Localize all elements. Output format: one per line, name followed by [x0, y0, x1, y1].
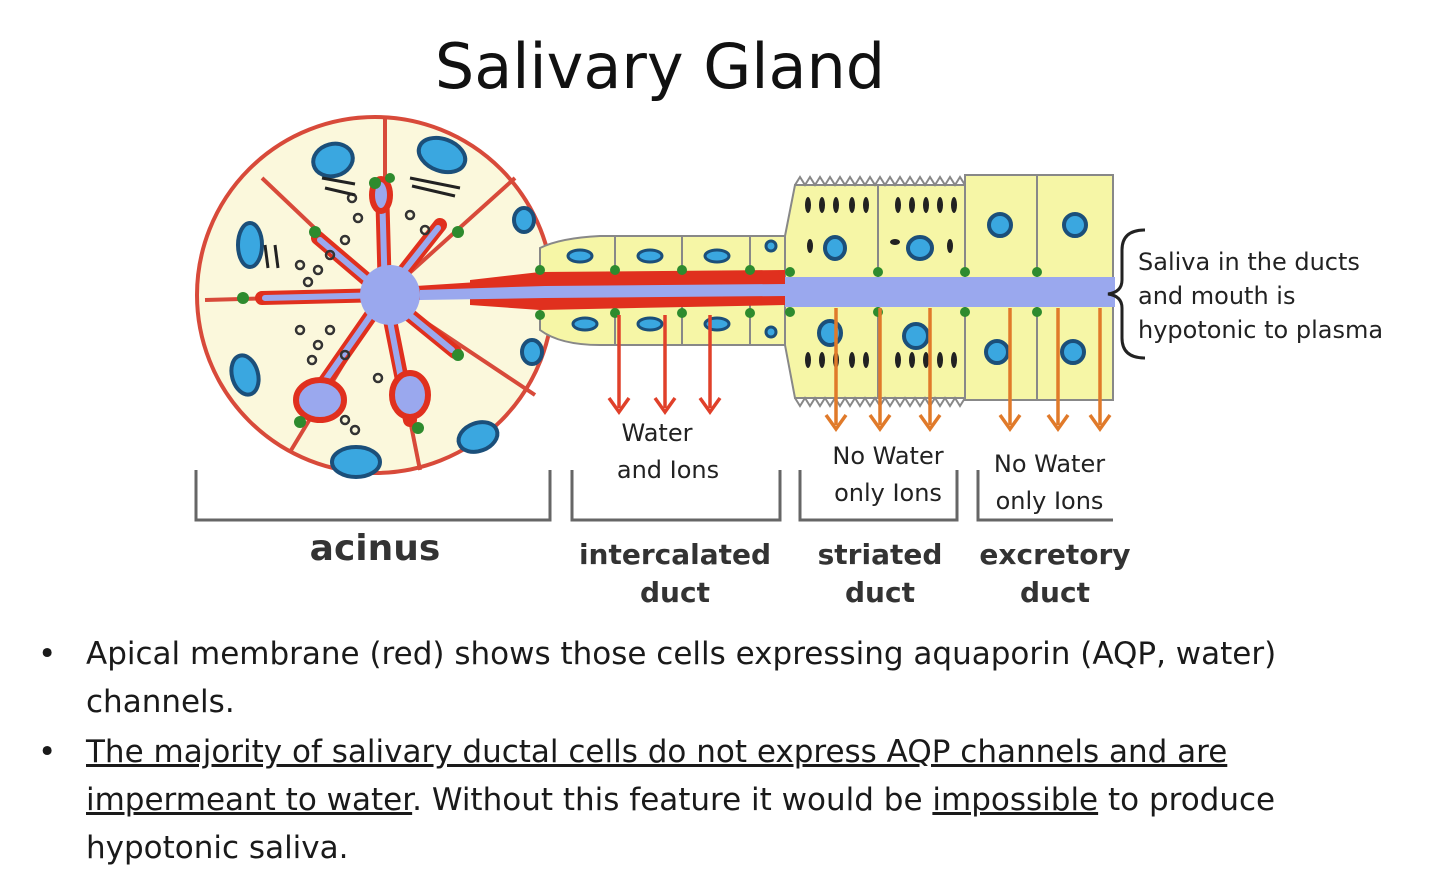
bullet-text: Apical membrane (red) shows those cells …	[86, 636, 1277, 720]
canaliculus-loop	[389, 370, 431, 420]
segment-label-excretory: excretory duct	[975, 536, 1135, 612]
bullet-underlined-text: impossible	[932, 782, 1099, 818]
bullet-symbol: •	[38, 636, 57, 672]
segment-label-line: intercalated	[578, 538, 772, 571]
segment-label-line: excretory	[979, 538, 1131, 571]
central-lumen	[360, 265, 420, 325]
secretory-granules	[294, 192, 431, 436]
segment-label-intercalated: intercalated duct	[575, 536, 775, 612]
tight-junctions-acinus	[237, 173, 464, 434]
bullet-list: • Apical membrane (red) shows those cell…	[38, 630, 1418, 874]
acinar-nuclei	[229, 135, 544, 479]
bullet-text: to produce hypotonic saliva.	[86, 782, 1276, 866]
lumen-distal	[785, 277, 1115, 307]
flow-label-excretory: No Water only Ions	[972, 446, 1127, 520]
flow-label-line: Water	[621, 419, 693, 447]
flow-label-line: and Ions	[616, 456, 720, 484]
flow-label-line: only Ions	[995, 487, 1104, 515]
segment-label-striated: striated duct	[800, 536, 960, 612]
flow-label-line: No Water	[832, 442, 944, 470]
bullet-item: • Apical membrane (red) shows those cell…	[38, 630, 1418, 726]
flow-label-line: only Ions	[834, 479, 942, 507]
segment-label-line: striated	[817, 538, 943, 571]
lumen-intercalated	[420, 284, 785, 300]
ion-only-arrows	[824, 308, 1112, 433]
bullet-text: . Without this feature it would be	[412, 782, 933, 818]
side-brace	[1107, 228, 1146, 360]
water-ion-arrows	[607, 315, 722, 416]
segment-label-line: duct	[845, 576, 915, 609]
segment-label-acinus: acinus	[309, 528, 441, 569]
bullet-underlined-text: The majority of salivary ductal cells do…	[86, 734, 1228, 818]
bullet-item: • The majority of salivary ductal cells …	[38, 728, 1418, 872]
canaliculus-loop	[293, 377, 347, 423]
bullet-symbol: •	[38, 734, 57, 770]
flow-label-line: No Water	[993, 450, 1106, 478]
flow-label-striated: No Water only Ions	[808, 438, 968, 512]
segment-brackets	[194, 470, 1113, 522]
side-note-line: Saliva in the ducts	[1138, 248, 1360, 276]
slide-title: Salivary Gland	[434, 30, 886, 103]
segment-label-line: duct	[640, 576, 710, 609]
side-note-line: and mouth is	[1138, 282, 1296, 310]
side-note: Saliva in the ducts and mouth is hypoton…	[1138, 245, 1428, 347]
flow-label-intercalated: Water and Ions	[572, 415, 742, 489]
golgi-marks	[263, 176, 461, 269]
segment-label-line: duct	[1020, 576, 1090, 609]
side-note-line: hypotonic to plasma	[1138, 316, 1384, 344]
